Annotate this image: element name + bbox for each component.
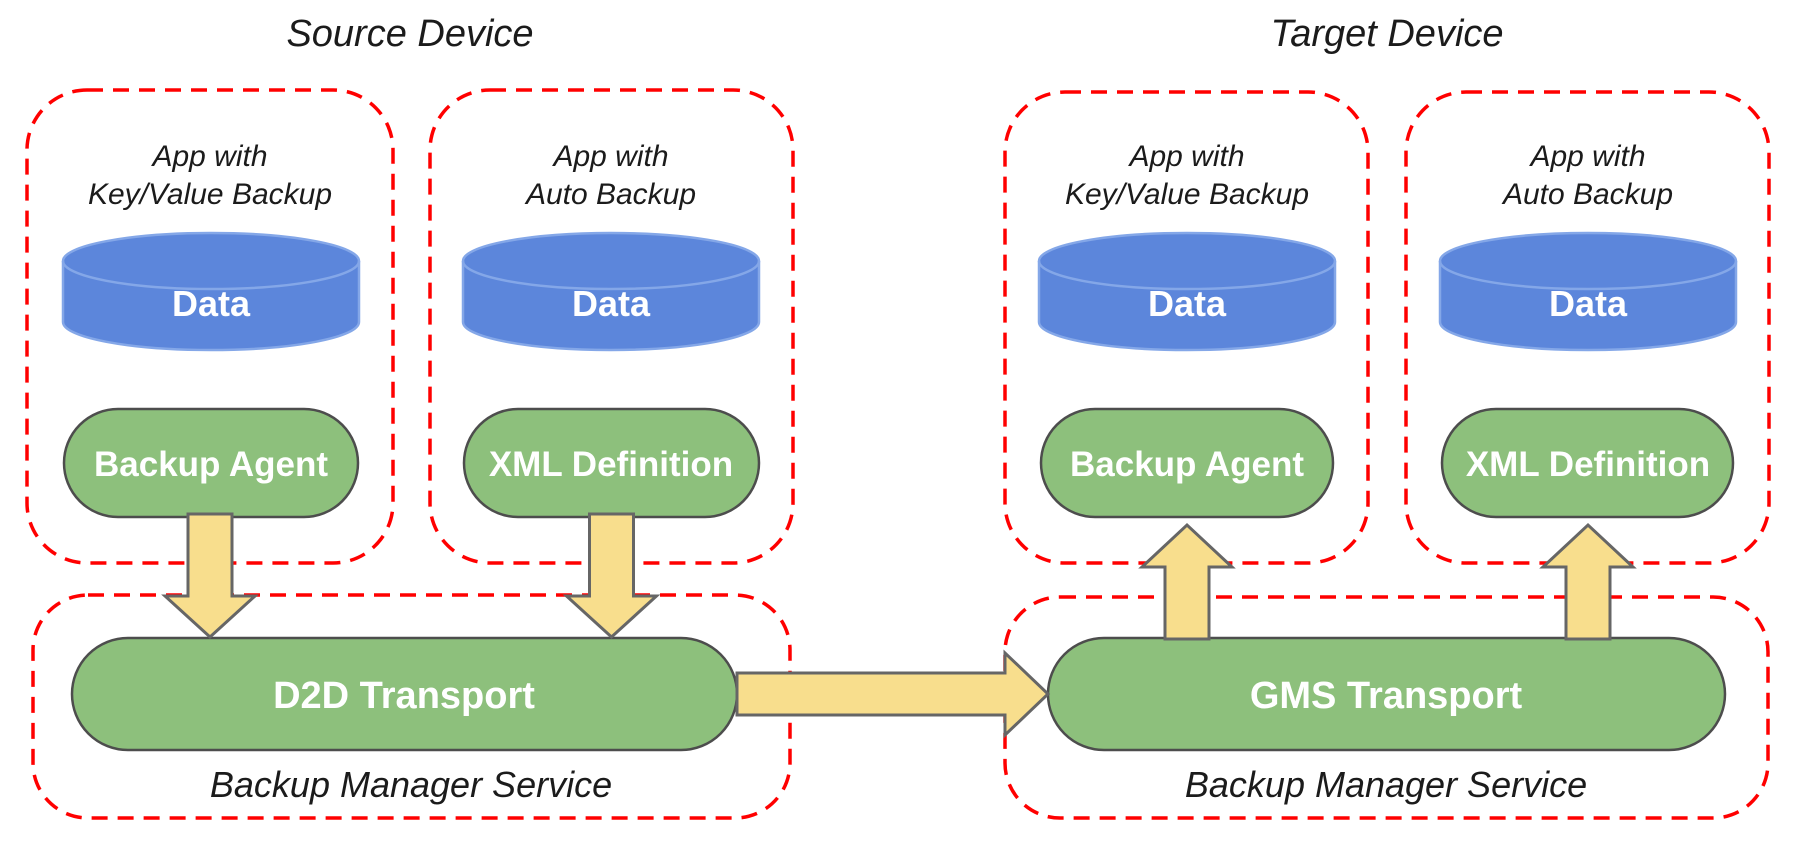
transport-label: D2D Transport bbox=[273, 675, 535, 717]
down-arrow-backup-agent-to-d2d bbox=[161, 512, 259, 640]
source-xml-definition-pill: XML Definition bbox=[462, 407, 761, 519]
data-label: Data bbox=[172, 283, 251, 324]
up-arrow-gms-to-xml bbox=[1539, 522, 1637, 641]
component-label: XML Definition bbox=[1466, 445, 1710, 484]
data-label: Data bbox=[572, 283, 651, 324]
app-title-line1: App with bbox=[1127, 140, 1244, 173]
source-backup-agent-pill: Backup Agent bbox=[62, 407, 360, 519]
component-label: Backup Agent bbox=[94, 445, 328, 484]
source-device-title: Source Device bbox=[286, 13, 533, 55]
app-title-line2: Auto Backup bbox=[524, 178, 696, 211]
target-xml-definition-pill: XML Definition bbox=[1440, 407, 1735, 519]
data-label: Data bbox=[1549, 283, 1628, 324]
pill-shape bbox=[1039, 407, 1335, 519]
target-keyvalue-data-cylinder: Data bbox=[1037, 231, 1337, 352]
target-app-auto-title: App with Auto Backup bbox=[1501, 140, 1673, 211]
d2d-transport-pill: D2D Transport bbox=[70, 636, 739, 752]
cylinder-lid-line bbox=[61, 260, 361, 291]
gms-transport-pill: GMS Transport bbox=[1046, 636, 1727, 752]
target-device-title: Target Device bbox=[1270, 13, 1503, 55]
source-auto-data-cylinder: Data bbox=[461, 231, 761, 352]
cylinder-lid-line bbox=[461, 260, 761, 291]
app-title-line1: App with bbox=[150, 140, 267, 173]
source-keyvalue-data-cylinder: Data bbox=[61, 231, 361, 352]
target-auto-data-cylinder: Data bbox=[1438, 231, 1738, 352]
target-app-keyvalue-title: App with Key/Value Backup bbox=[1065, 140, 1309, 211]
cylinder-lid-line bbox=[1438, 260, 1738, 291]
source-app-keyvalue-title: App with Key/Value Backup bbox=[88, 140, 332, 211]
cylinder-body bbox=[461, 231, 761, 352]
data-label: Data bbox=[1148, 283, 1227, 324]
transport-label: GMS Transport bbox=[1250, 675, 1523, 717]
target-backup-manager-label: Backup Manager Service bbox=[1185, 764, 1587, 805]
app-title-line1: App with bbox=[551, 140, 668, 173]
component-label: Backup Agent bbox=[1070, 445, 1304, 484]
cylinder-lid-line bbox=[1037, 260, 1337, 291]
cylinder-body bbox=[1037, 231, 1337, 352]
app-title-line2: Key/Value Backup bbox=[88, 178, 332, 211]
pill-shape bbox=[1440, 407, 1735, 519]
cylinder-body bbox=[1438, 231, 1738, 352]
app-title-line1: App with bbox=[1528, 140, 1645, 173]
down-arrow-xml-to-d2d bbox=[562, 512, 661, 640]
app-title-line2: Auto Backup bbox=[1501, 178, 1673, 211]
target-backup-agent-pill: Backup Agent bbox=[1039, 407, 1335, 519]
up-arrow-gms-to-backup-agent bbox=[1138, 522, 1236, 641]
right-arrow-d2d-to-gms bbox=[735, 649, 1051, 739]
source-app-auto-title: App with Auto Backup bbox=[524, 140, 696, 211]
app-title-line2: Key/Value Backup bbox=[1065, 178, 1309, 211]
cylinder-body bbox=[61, 231, 361, 352]
source-backup-manager-label: Backup Manager Service bbox=[210, 764, 612, 805]
component-label: XML Definition bbox=[489, 445, 733, 484]
